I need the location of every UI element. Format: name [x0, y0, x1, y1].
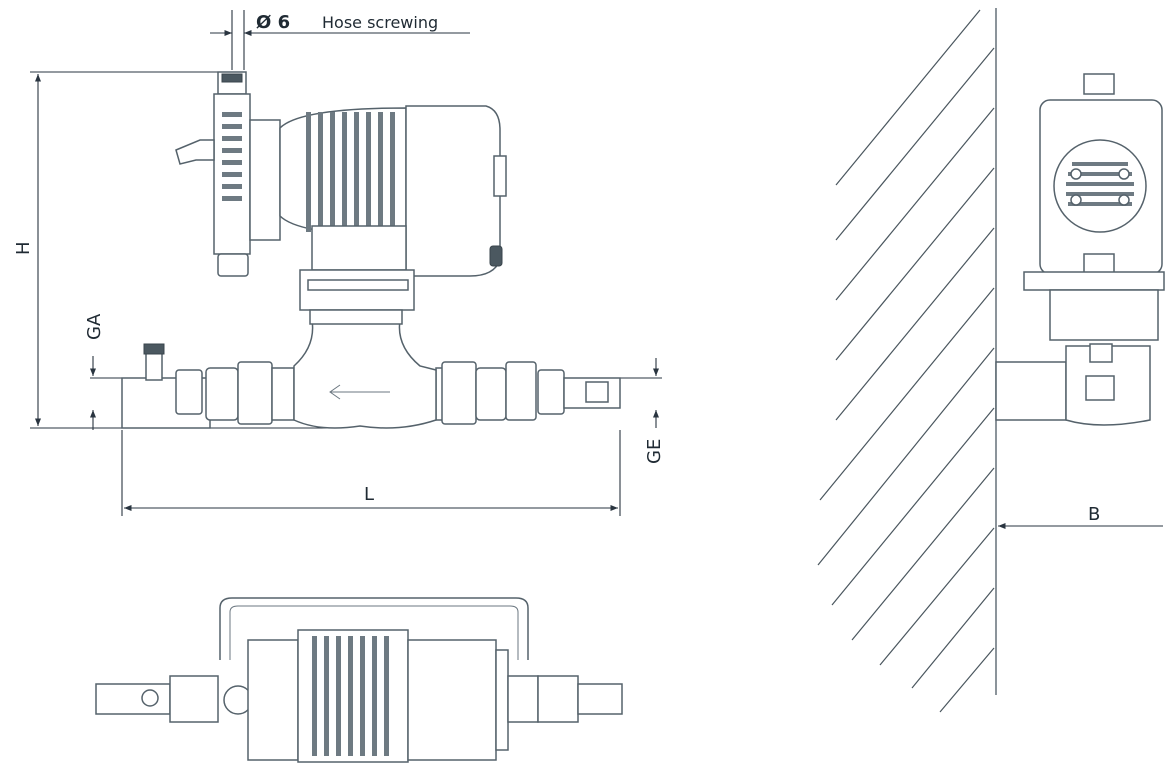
motor-housing: [279, 105, 507, 325]
suction-height-dimension: GA: [84, 313, 125, 430]
head-ribs: [222, 112, 242, 201]
front-view: Ø 6 Hose screwing H GA GE: [13, 10, 665, 516]
hose-dimension: Ø 6 Hose screwing: [210, 10, 470, 70]
height-dimension: H: [13, 71, 330, 429]
hose-diameter-label: Ø 6: [256, 12, 290, 33]
discharge-height-label: GE: [644, 439, 665, 464]
suction-height-label: GA: [84, 313, 105, 340]
wall-distance-label: B: [1088, 504, 1100, 525]
wall-hatching: [817, 9, 995, 713]
length-dimension: L: [121, 430, 621, 516]
cooling-fins: [306, 112, 395, 232]
pump-head: [175, 71, 281, 277]
discharge-height-dimension: GE: [610, 358, 665, 464]
side-ribs: [1066, 162, 1134, 206]
pipe-assembly: [121, 319, 621, 429]
top-view-fins: [312, 636, 389, 756]
wall-distance-dimension: B: [998, 504, 1163, 530]
top-view: [95, 597, 623, 763]
height-label: H: [13, 241, 34, 255]
hose-note-label: Hose screwing: [322, 13, 438, 32]
side-view: B: [817, 8, 1165, 713]
length-label: L: [364, 484, 374, 505]
side-pump: [995, 73, 1165, 426]
